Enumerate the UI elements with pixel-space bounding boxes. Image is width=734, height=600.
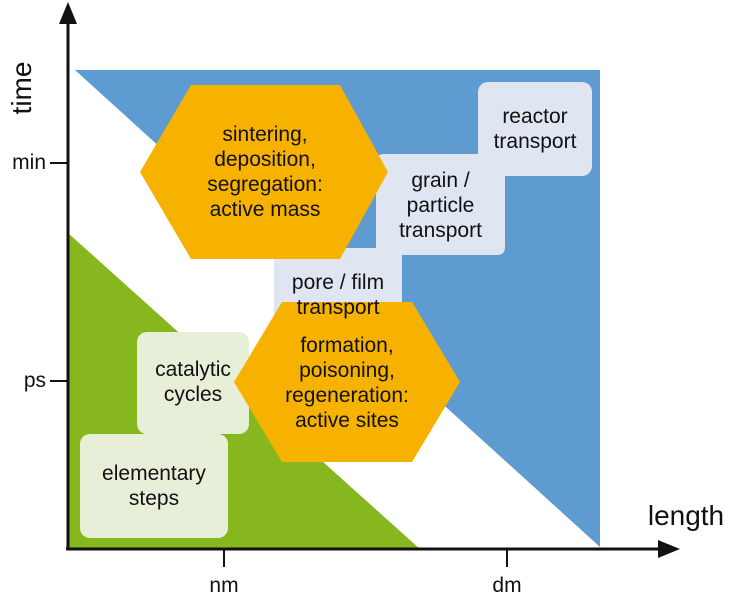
x-tick-label-dm: dm (492, 574, 522, 597)
reactor-box-shape (478, 82, 592, 176)
active-sites-label: formation, poisoning, regeneration: acti… (245, 333, 449, 433)
y-axis-arrowhead (59, 2, 77, 24)
x-tick-label-nm: nm (209, 574, 239, 597)
active-mass-label: sintering, deposition, segregation: acti… (160, 122, 370, 222)
active-sites-line-4: active sites (295, 409, 399, 432)
catalytic-cycles-label: catalytic cycles (137, 357, 249, 407)
elementary-steps-label: elementary steps (80, 461, 228, 511)
catalytic-line-2: cycles (163, 383, 223, 406)
active-mass-line-4: active mass (209, 198, 321, 221)
pore-line-1: pore / film (291, 271, 385, 294)
reactor-line-2: transport (493, 130, 577, 153)
y-axis-title: time (6, 61, 37, 115)
grain-line-3: transport (399, 219, 482, 242)
x-axis-title: length (647, 500, 725, 531)
y-tick-label-ps: ps (23, 369, 46, 392)
elementary-line-2: steps (128, 487, 180, 510)
grain-line-1: grain / (411, 169, 470, 192)
reactor-line-1: reactor (502, 105, 568, 128)
pore-film-transport-label: pore / film transport (274, 270, 402, 320)
active-mass-line-1: sintering, (222, 123, 308, 146)
catalytic-box-shape (137, 332, 249, 434)
active-sites-line-3: regeneration: (285, 384, 409, 407)
grain-pore-box-shape (274, 154, 505, 342)
elementary-box-shape (80, 434, 228, 538)
x-axis-arrowhead (658, 540, 680, 558)
reactor-transport-label: reactor transport (478, 104, 592, 154)
catalytic-line-1: catalytic (155, 358, 231, 381)
pore-line-2: transport (296, 296, 380, 319)
active-sites-line-1: formation, (300, 334, 394, 357)
active-sites-line-2: poisoning, (299, 359, 395, 382)
active-sites-hexagon (234, 302, 460, 462)
y-tick-label-min: min (12, 151, 46, 174)
active-mass-line-2: deposition, (214, 148, 316, 171)
grain-line-2: particle (406, 194, 475, 217)
elementary-line-1: elementary (102, 462, 206, 485)
active-mass-line-3: segregation: (207, 173, 323, 196)
active-mass-hexagon (140, 85, 388, 259)
grain-particle-transport-label: grain / particle transport (376, 168, 505, 243)
